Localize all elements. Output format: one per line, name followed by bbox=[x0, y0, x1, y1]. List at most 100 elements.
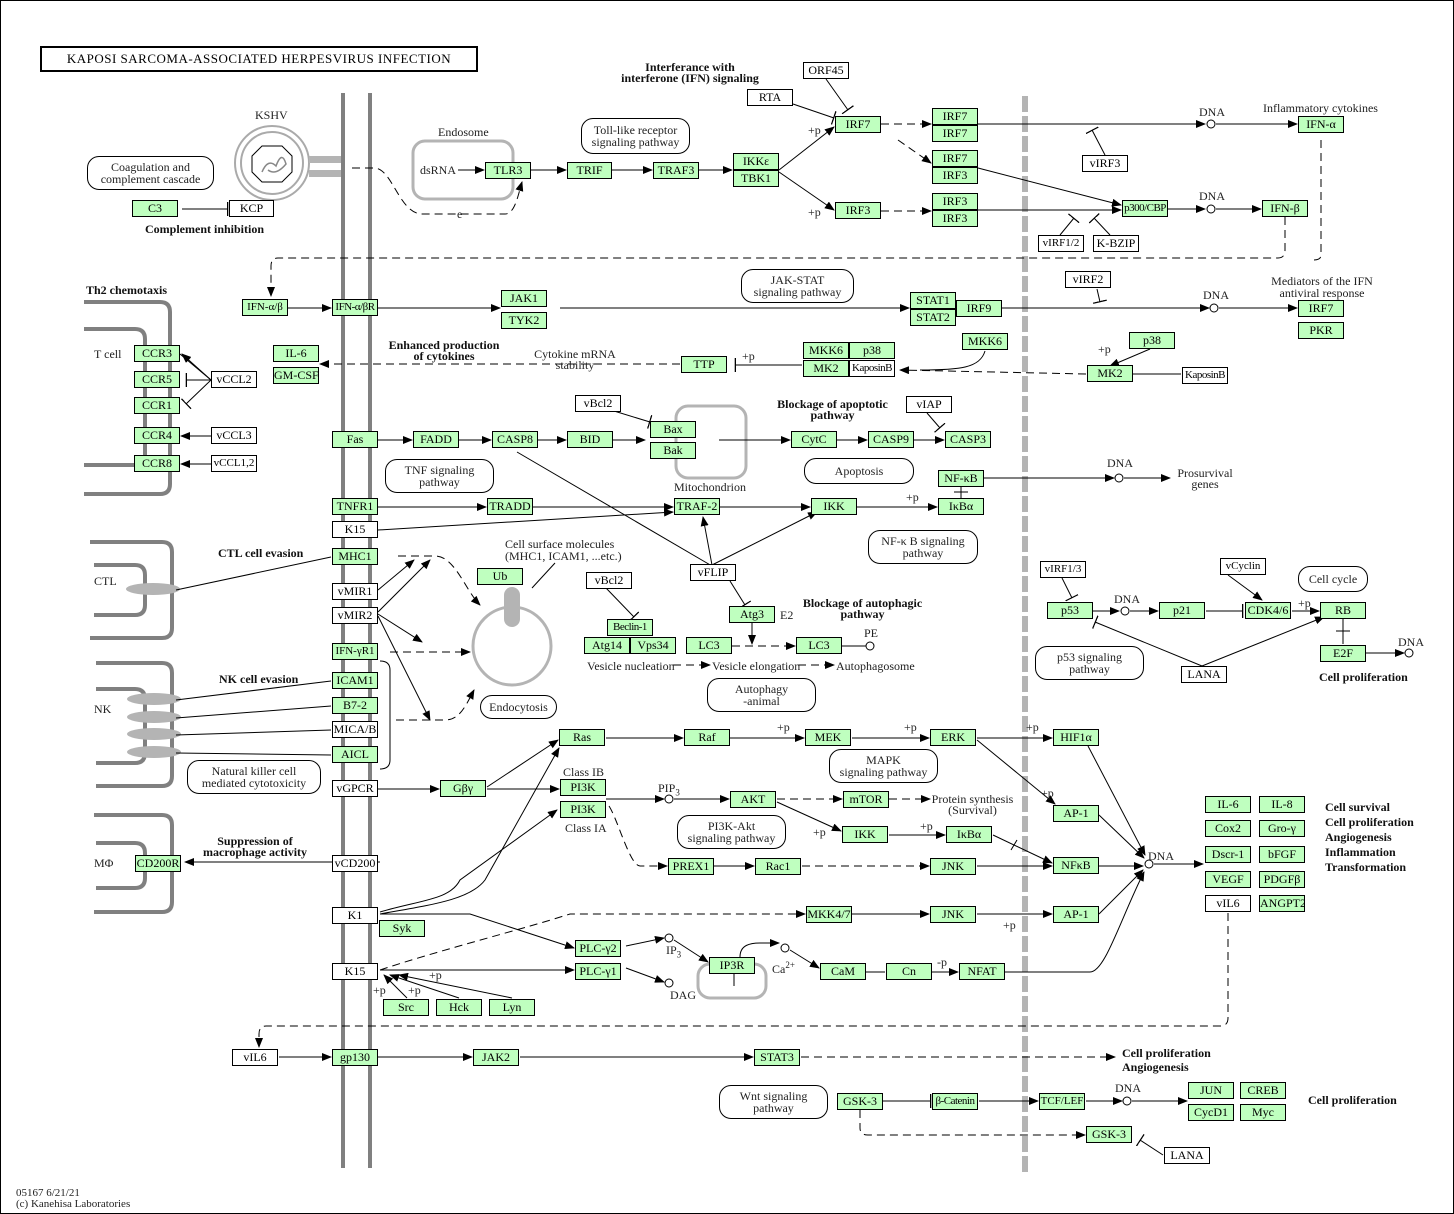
gene-node-prex1[interactable]: PREX1 bbox=[668, 858, 714, 875]
gene-node-jnk_a[interactable]: JNK bbox=[930, 858, 976, 875]
gene-node-il6a[interactable]: IL-6 bbox=[273, 345, 319, 362]
gene-node-hif1a[interactable]: HIF1α bbox=[1053, 729, 1099, 746]
gene-node-tbk1[interactable]: TBK1 bbox=[733, 170, 779, 187]
gene-node-casp9[interactable]: CASP9 bbox=[868, 431, 914, 448]
gene-node-icam1[interactable]: ICAM1 bbox=[332, 672, 378, 689]
gene-node-jak1[interactable]: JAK1 bbox=[501, 290, 547, 307]
gene-node-irf7b1[interactable]: IRF7 bbox=[932, 108, 978, 125]
gene-node-gsk3b[interactable]: GSK-3 bbox=[1086, 1126, 1132, 1143]
gene-node-vps34[interactable]: Vps34 bbox=[630, 637, 676, 654]
gene-node-pdgfb[interactable]: PDGFβ bbox=[1259, 871, 1305, 888]
gene-node-mek[interactable]: MEK bbox=[805, 729, 851, 746]
gene-node-il6b[interactable]: IL-6 bbox=[1205, 796, 1251, 813]
gene-node-p38b[interactable]: p38 bbox=[1129, 332, 1175, 349]
gene-node-bid[interactable]: BID bbox=[567, 431, 613, 448]
gene-node-akt[interactable]: AKT bbox=[730, 791, 776, 808]
viral-node-lana_b[interactable]: LANA bbox=[1164, 1147, 1210, 1164]
pathway-map-endocytosis[interactable]: Endocytosis bbox=[480, 695, 557, 719]
pathway-map-mapk[interactable]: MAPK signaling pathway bbox=[829, 749, 938, 783]
gene-node-ccr8[interactable]: CCR8 bbox=[134, 455, 180, 472]
gene-node-raf[interactable]: Raf bbox=[684, 729, 730, 746]
gene-node-gby[interactable]: Gβγ bbox=[440, 780, 486, 797]
gene-node-ccr3[interactable]: CCR3 bbox=[134, 345, 180, 362]
gene-node-atg14[interactable]: Atg14 bbox=[584, 637, 630, 654]
gene-node-ub[interactable]: Ub bbox=[477, 568, 523, 585]
gene-node-irf9[interactable]: IRF9 bbox=[956, 300, 1002, 317]
viral-node-vil6b[interactable]: vIL6 bbox=[232, 1049, 278, 1066]
gene-node-jun[interactable]: JUN bbox=[1188, 1082, 1234, 1099]
gene-node-ifngr1[interactable]: IFN-γR1 bbox=[332, 643, 378, 660]
gene-node-ikk_b[interactable]: IKK bbox=[842, 826, 888, 843]
gene-node-irf7a[interactable]: IRF7 bbox=[835, 116, 881, 133]
viral-node-vcd200[interactable]: vCD200 bbox=[332, 855, 378, 872]
viral-node-k1[interactable]: K1 bbox=[332, 907, 378, 924]
gene-node-rb[interactable]: RB bbox=[1320, 602, 1366, 619]
gene-node-gsk3a[interactable]: GSK-3 bbox=[837, 1093, 883, 1110]
gene-node-cox2[interactable]: Cox2 bbox=[1205, 820, 1251, 837]
gene-node-gp130[interactable]: gp130 bbox=[332, 1049, 378, 1066]
viral-node-vil6a[interactable]: vIL6 bbox=[1205, 895, 1251, 912]
gene-node-irf3a[interactable]: IRF3 bbox=[835, 202, 881, 219]
gene-node-il8[interactable]: IL-8 bbox=[1259, 796, 1305, 813]
gene-node-gmcsf[interactable]: GM-CSF bbox=[273, 367, 319, 384]
gene-node-ikke[interactable]: IKKε bbox=[733, 153, 779, 170]
gene-node-mkk47[interactable]: MKK4/7 bbox=[806, 906, 852, 923]
gene-node-ccr5[interactable]: CCR5 bbox=[134, 371, 180, 388]
gene-node-beclin1[interactable]: Beclin-1 bbox=[607, 619, 653, 636]
viral-node-kaposinb_a[interactable]: KaposinB bbox=[849, 360, 895, 377]
gene-node-creb[interactable]: CREB bbox=[1240, 1082, 1286, 1099]
gene-node-bax[interactable]: Bax bbox=[650, 421, 696, 438]
gene-node-ifna[interactable]: IFN-α bbox=[1298, 116, 1344, 133]
viral-node-kbzip[interactable]: K-BZIP bbox=[1093, 235, 1139, 252]
viral-node-orf45[interactable]: ORF45 bbox=[803, 62, 849, 79]
gene-node-ip3r[interactable]: IP3R bbox=[709, 957, 755, 974]
gene-node-pi3kb[interactable]: PI3K bbox=[560, 779, 606, 796]
viral-node-virf3[interactable]: vIRF3 bbox=[1082, 155, 1128, 172]
viral-node-vccl3[interactable]: vCCL3 bbox=[211, 427, 257, 444]
viral-node-kcp[interactable]: KCP bbox=[229, 200, 274, 217]
viral-node-rta[interactable]: RTA bbox=[747, 89, 793, 106]
gene-node-hck[interactable]: Hck bbox=[436, 999, 482, 1016]
gene-node-ttp[interactable]: TTP bbox=[681, 356, 727, 373]
gene-node-p21[interactable]: p21 bbox=[1159, 602, 1205, 619]
gene-node-traf3[interactable]: TRAF3 bbox=[653, 162, 699, 179]
gene-node-ap1a[interactable]: AP-1 bbox=[1053, 805, 1099, 822]
gene-node-bfgf[interactable]: bFGF bbox=[1259, 846, 1305, 863]
gene-node-ras[interactable]: Ras bbox=[559, 729, 605, 746]
gene-node-mk2a[interactable]: MK2 bbox=[803, 360, 849, 377]
viral-node-lana_a[interactable]: LANA bbox=[1181, 666, 1227, 683]
viral-node-k15b[interactable]: K15 bbox=[332, 963, 378, 980]
gene-node-mhc1[interactable]: MHC1 bbox=[332, 548, 378, 565]
gene-node-tnfr1[interactable]: TNFR1 bbox=[332, 498, 378, 515]
gene-node-tradd[interactable]: TRADD bbox=[487, 498, 533, 515]
pathway-map-wnt[interactable]: Wnt signaling pathway bbox=[719, 1085, 828, 1119]
pathway-map-tlr[interactable]: Toll-like receptor signaling pathway bbox=[581, 118, 690, 154]
viral-node-vmir2[interactable]: vMIR2 bbox=[332, 607, 378, 624]
gene-node-irf7c1[interactable]: IRF7 bbox=[932, 150, 978, 167]
gene-node-traf2[interactable]: TRAF-2 bbox=[674, 498, 720, 515]
gene-node-lc3b[interactable]: LC3 bbox=[796, 637, 842, 654]
pathway-map-nfkbpath[interactable]: NF-κ B signaling pathway bbox=[868, 530, 978, 564]
gene-node-stat2[interactable]: STAT2 bbox=[910, 309, 956, 326]
gene-node-pkr[interactable]: PKR bbox=[1298, 322, 1344, 339]
viral-node-vflip[interactable]: vFLIP bbox=[690, 564, 736, 581]
gene-node-src[interactable]: Src bbox=[383, 999, 429, 1016]
viral-node-vbcl2a[interactable]: vBcl2 bbox=[575, 395, 621, 412]
gene-node-ifnab[interactable]: IFN-α/β bbox=[242, 299, 288, 316]
gene-node-rac1[interactable]: Rac1 bbox=[755, 858, 801, 875]
gene-node-fadd[interactable]: FADD bbox=[413, 431, 459, 448]
gene-node-casp3[interactable]: CASP3 bbox=[945, 431, 991, 448]
gene-node-bak[interactable]: Bak bbox=[650, 442, 696, 459]
viral-node-virf2[interactable]: vIRF2 bbox=[1065, 271, 1111, 288]
gene-node-cd200r[interactable]: CD200R bbox=[135, 855, 181, 872]
gene-node-irf3d2[interactable]: IRF3 bbox=[932, 210, 978, 227]
gene-node-atg3[interactable]: Atg3 bbox=[729, 606, 775, 623]
gene-node-nfat[interactable]: NFAT bbox=[959, 963, 1005, 980]
gene-node-pi3ka[interactable]: PI3K bbox=[560, 801, 606, 818]
gene-node-mk2b[interactable]: MK2 bbox=[1087, 365, 1133, 382]
gene-node-ccr1[interactable]: CCR1 bbox=[134, 397, 180, 414]
gene-node-mkk6a[interactable]: MKK6 bbox=[803, 342, 849, 359]
pathway-map-apoptosis[interactable]: Apoptosis bbox=[804, 458, 914, 484]
gene-node-bcat[interactable]: β-Catenin bbox=[932, 1093, 978, 1110]
viral-node-vcyclin[interactable]: vCyclin bbox=[1220, 558, 1266, 575]
